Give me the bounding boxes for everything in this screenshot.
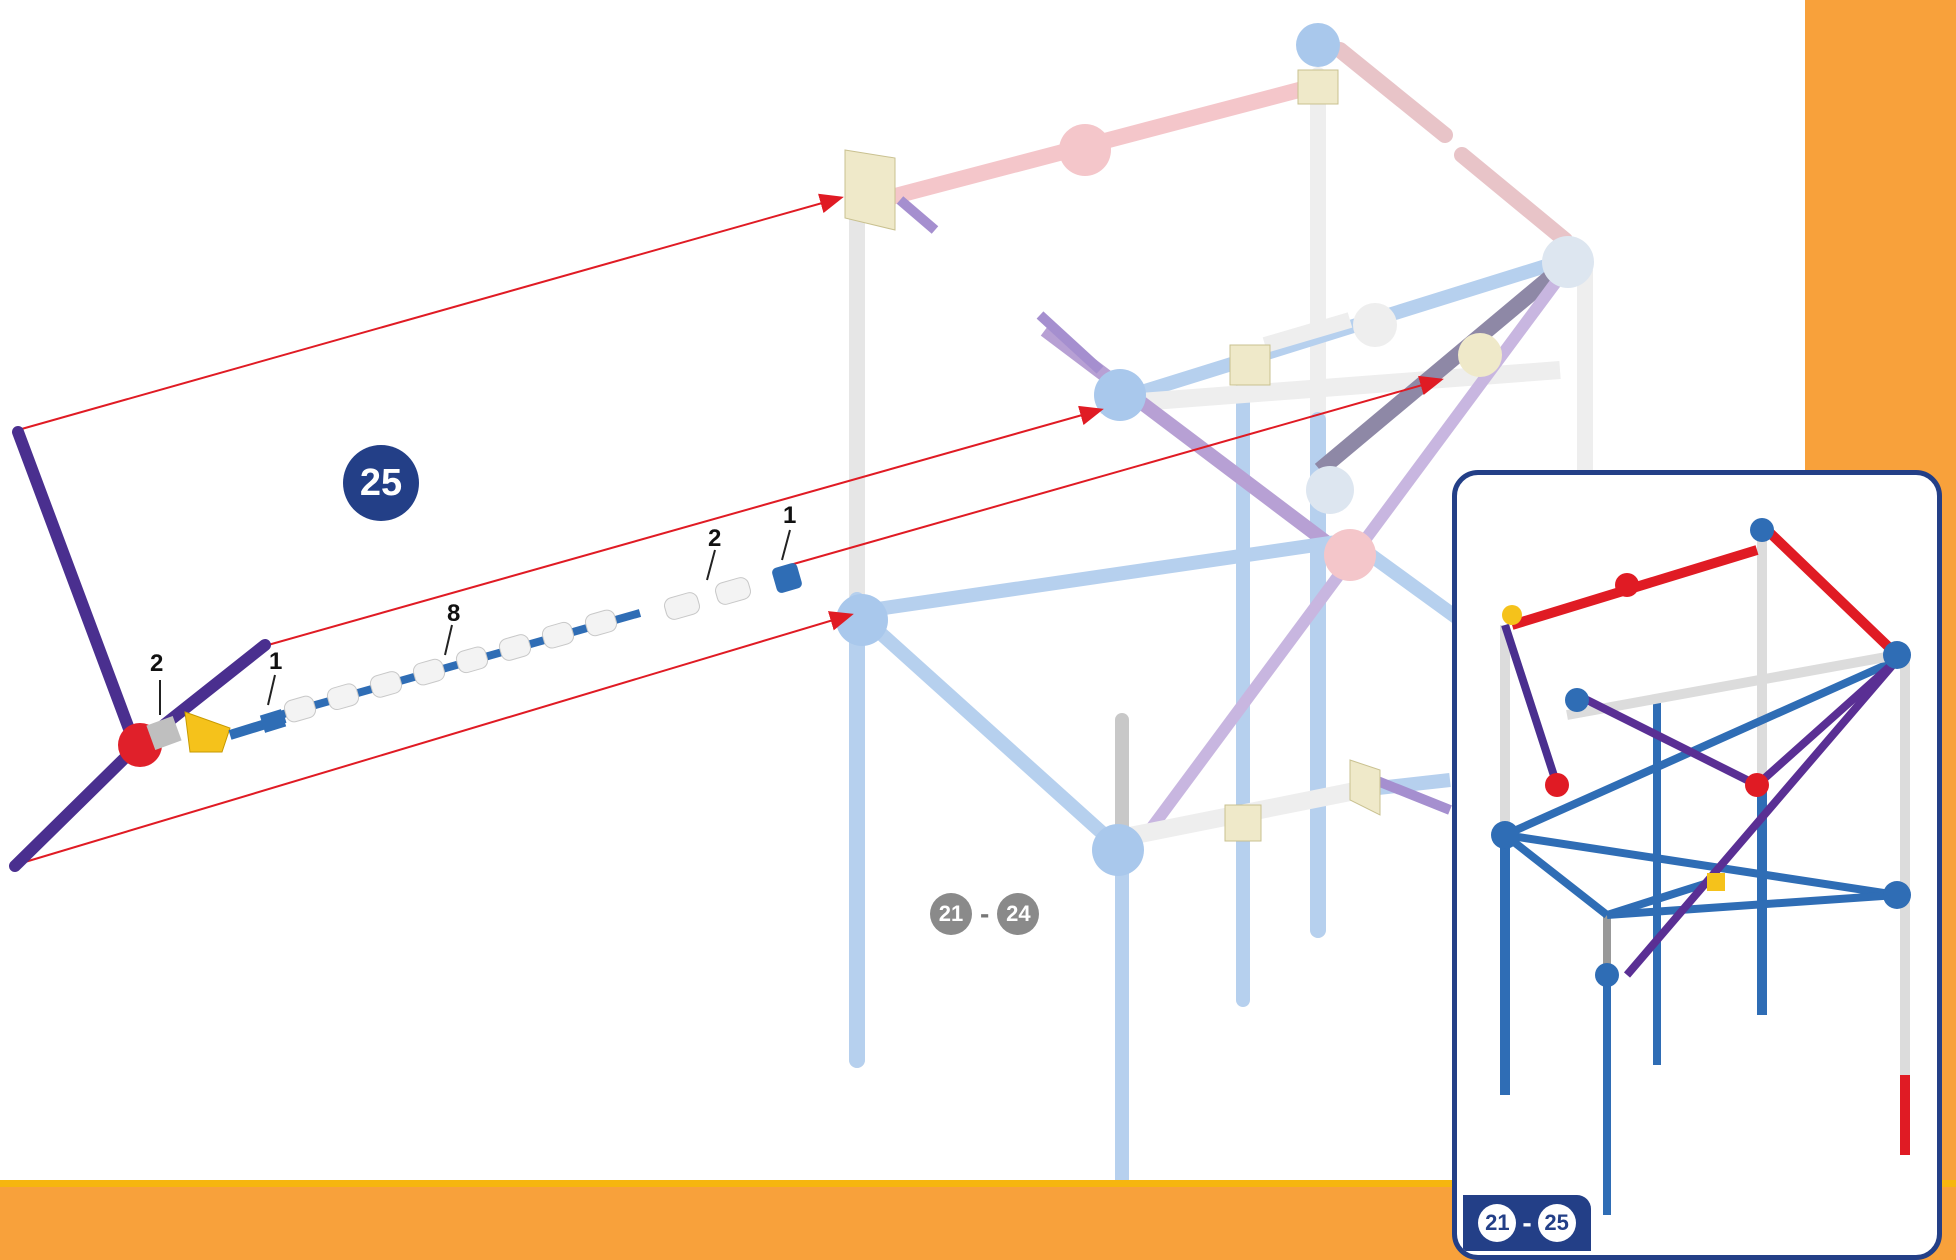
leader-line [267, 674, 276, 706]
completed-model-drawing [1491, 518, 1911, 1215]
hub-connector [1458, 333, 1502, 377]
red-hub [1745, 773, 1769, 797]
red-arrow-icon [17, 193, 844, 431]
purple-rod [896, 196, 939, 234]
lower-rod [1504, 831, 1898, 899]
yellow-connector [1707, 873, 1725, 891]
completed-model-inset: 21 - 25 [1452, 470, 1942, 1260]
lower-rod [1606, 891, 1898, 919]
leader-line [706, 549, 716, 581]
inset-range-separator: - [1522, 1207, 1532, 1238]
lower-rod [855, 533, 1352, 619]
red-arrow-icon [789, 375, 1444, 566]
hub-connector [1094, 369, 1146, 421]
hub-connector [836, 594, 888, 646]
hub-connector [1306, 466, 1354, 514]
red-hub [1545, 773, 1569, 797]
lower-rod [852, 606, 1115, 846]
blue-cap [259, 709, 287, 733]
top-rod [1332, 42, 1453, 143]
quantity-label: 1 [783, 502, 797, 529]
blue-hub [1750, 518, 1774, 542]
corner-connector [1297, 69, 1339, 105]
spacer [584, 609, 618, 637]
inset-from-badge: 21 [1478, 1204, 1517, 1242]
mid-rod [1503, 656, 1899, 839]
quantity-label: 1 [269, 648, 283, 675]
hub-connector [1353, 303, 1397, 347]
diagonal-rod [1623, 657, 1901, 978]
spacer [715, 577, 751, 605]
red-arrow-icon [267, 405, 1104, 646]
hub-connector [1542, 236, 1594, 288]
purple-rod [1373, 775, 1452, 815]
leader-line [781, 529, 791, 561]
step-number-badge: 25 [343, 445, 419, 521]
callout-leaders [159, 529, 791, 715]
grey-connector [146, 715, 182, 751]
previous-steps-label: 21 - 24 [930, 893, 1040, 935]
blue-hub [1565, 688, 1589, 712]
step-from-badge: 21 [930, 893, 972, 935]
blue-hub [1883, 881, 1911, 909]
blue-hub [1595, 963, 1619, 987]
step-range-separator: - [980, 898, 990, 929]
top-rod [1763, 526, 1901, 659]
diagonal-rod [1754, 657, 1900, 788]
spacer [326, 683, 360, 711]
new-subassembly [9, 426, 287, 872]
short-purple-rod [9, 742, 141, 872]
lower-rod [1502, 831, 1610, 919]
hub-connector [1324, 529, 1376, 581]
red-hub [1615, 573, 1639, 597]
loose-parts [664, 563, 802, 620]
leader-line [444, 624, 453, 656]
diagonal-rod [1314, 258, 1571, 477]
spacer [498, 634, 532, 661]
inset-steps-label: 21 - 25 [1463, 1195, 1591, 1251]
hub-connector [1059, 124, 1111, 176]
blue-hub [1883, 641, 1911, 669]
spacer-row [278, 609, 642, 723]
step-number: 25 [359, 461, 403, 504]
mid-rod [1566, 650, 1898, 720]
spacer [541, 621, 575, 649]
diagonal-rod [1575, 691, 1759, 789]
corner-connector [1349, 759, 1381, 816]
red-arrow-icon [14, 611, 854, 866]
corner-connector [1229, 344, 1271, 386]
guide-arrows [14, 193, 1444, 866]
yellow-hub [1502, 605, 1522, 625]
blue-hub [1491, 821, 1519, 849]
blue-cap [772, 563, 802, 593]
connectors [836, 23, 1594, 876]
mid-rod [1262, 312, 1353, 353]
spacer [369, 671, 403, 698]
inset-to-badge: 25 [1537, 1204, 1576, 1242]
long-purple-rod [12, 426, 141, 751]
purple-rod [1036, 311, 1104, 374]
yellow-connector [184, 711, 231, 753]
top-rod [1454, 147, 1573, 248]
step-to-badge: 24 [997, 893, 1040, 935]
hub-connector [1296, 23, 1340, 67]
quantity-label: 2 [150, 650, 164, 677]
spacer [455, 646, 489, 674]
spacer [412, 658, 446, 686]
hub-connector [1092, 824, 1144, 876]
quantity-label: 2 [708, 525, 722, 552]
quantity-label: 8 [447, 600, 461, 627]
corner-connector [1224, 804, 1262, 842]
corner-connector [844, 149, 896, 231]
diagonal-rod [1501, 623, 1561, 787]
spacer [664, 592, 700, 620]
bottom-band-line [0, 1180, 1956, 1187]
spacer [283, 695, 317, 723]
